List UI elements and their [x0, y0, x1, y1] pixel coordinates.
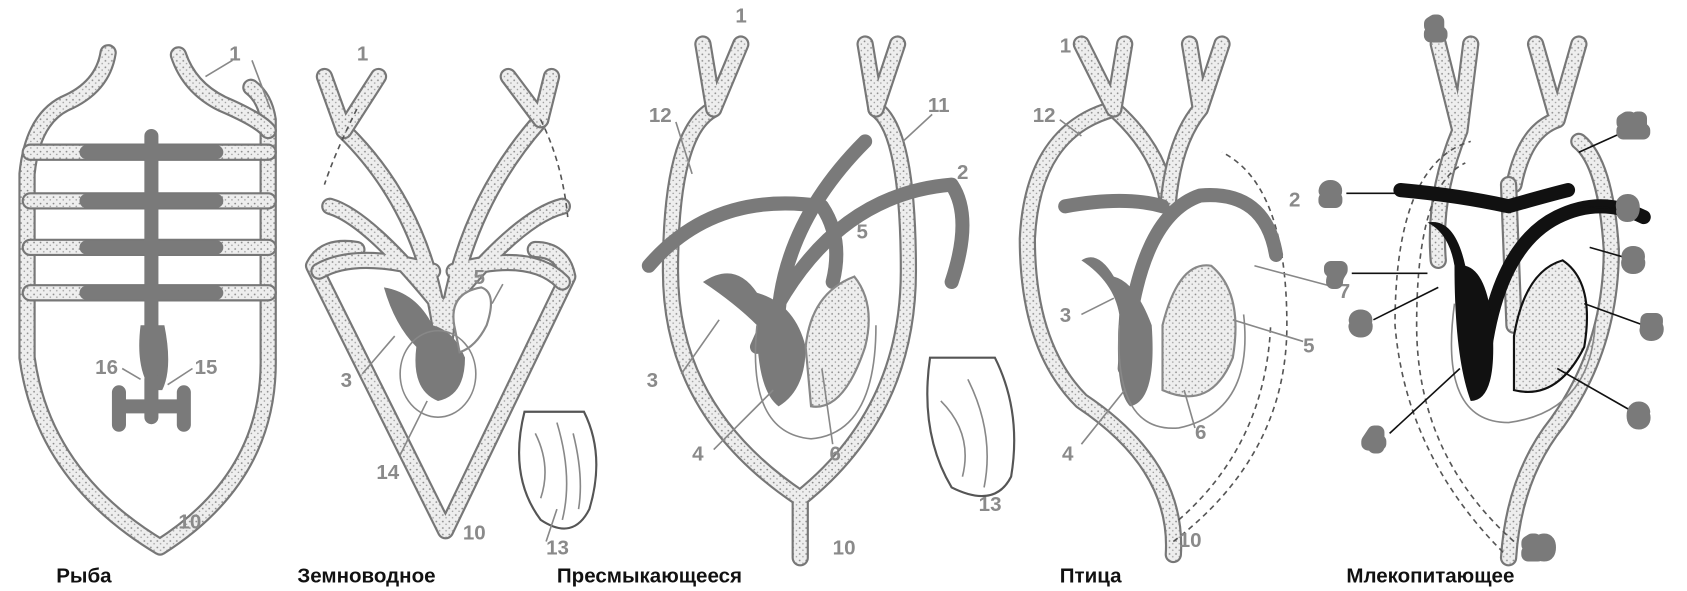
- label: 16: [95, 356, 118, 379]
- caption-bird: Птица: [1060, 565, 1122, 588]
- reptile-right-side: [702, 273, 806, 407]
- label: 10: [178, 511, 201, 534]
- label: 13: [979, 493, 1002, 516]
- caption-mammal: Млекопитающее: [1346, 565, 1514, 588]
- label: 5: [474, 266, 485, 289]
- label: 12: [649, 104, 672, 127]
- label: 8: [1628, 249, 1639, 272]
- amphibian-lung: [518, 410, 598, 530]
- label: 3: [341, 369, 352, 392]
- label: 5: [1646, 316, 1657, 339]
- label: 5: [856, 221, 867, 244]
- label: 2: [957, 161, 968, 184]
- label: 1: [1430, 17, 1441, 40]
- label: 10: [463, 521, 486, 544]
- gill-arches: [21, 128, 277, 365]
- caption-fish: Рыба: [56, 565, 112, 588]
- caption-amphibian: Земноводное: [297, 565, 435, 588]
- label: 2: [1325, 183, 1336, 206]
- label: 9: [1622, 197, 1633, 220]
- label: 11: [928, 94, 950, 117]
- reptile-diagram: 1 12 11 2 5 3 4 6 13 10 Пресмыкающееся: [557, 4, 1016, 588]
- label: 3: [647, 369, 658, 392]
- label: 2: [1289, 188, 1300, 211]
- label: 6: [829, 442, 840, 465]
- label: 14: [376, 461, 399, 484]
- label: 3: [1060, 304, 1071, 327]
- amphibian-right-atrium-ventricle: [383, 287, 466, 401]
- label: 3: [1355, 313, 1366, 336]
- label: 4: [1062, 442, 1074, 465]
- label: 4: [692, 442, 704, 465]
- label: 10: [1179, 529, 1202, 552]
- label: 1: [229, 42, 240, 65]
- reptile-lung: [926, 356, 1016, 498]
- mammal-left-side: [1512, 259, 1588, 393]
- label: 7: [1330, 264, 1341, 287]
- label: 15: [195, 356, 218, 379]
- label: 6: [1195, 421, 1206, 444]
- caption-reptile: Пресмыкающееся: [557, 565, 742, 588]
- amphibian-left-atrium: [452, 286, 493, 354]
- bird-left-side: [1161, 264, 1237, 398]
- label: 1: [735, 4, 746, 27]
- bird-diagram: 1 12 2 7 5 3 4 6 10 Птица: [1018, 35, 1350, 588]
- label: 10: [1527, 536, 1550, 559]
- mammal-diagram: 1 11 9 2 7 8 3 5 4 6 10 Млекопитающее: [1318, 10, 1665, 588]
- label: 11: [1622, 115, 1644, 138]
- label: 4: [1368, 428, 1380, 451]
- reptile-left-side: [804, 275, 870, 408]
- label: 1: [1060, 35, 1071, 58]
- label: 6: [1633, 405, 1644, 428]
- label: 13: [546, 536, 569, 559]
- label: 1: [357, 42, 368, 65]
- label: 12: [1033, 104, 1056, 127]
- bird-right-side: [1081, 257, 1153, 407]
- mammal-right-side: [1427, 221, 1494, 401]
- label: 7: [1339, 280, 1350, 303]
- amphibian-diagram: 1 5 3 14 10 13 Земноводное: [297, 42, 598, 588]
- fish-diagram: 1 16 15 10 Рыба: [18, 42, 277, 588]
- label: 5: [1303, 334, 1314, 357]
- fish-heart: [139, 325, 169, 391]
- label: 10: [833, 536, 856, 559]
